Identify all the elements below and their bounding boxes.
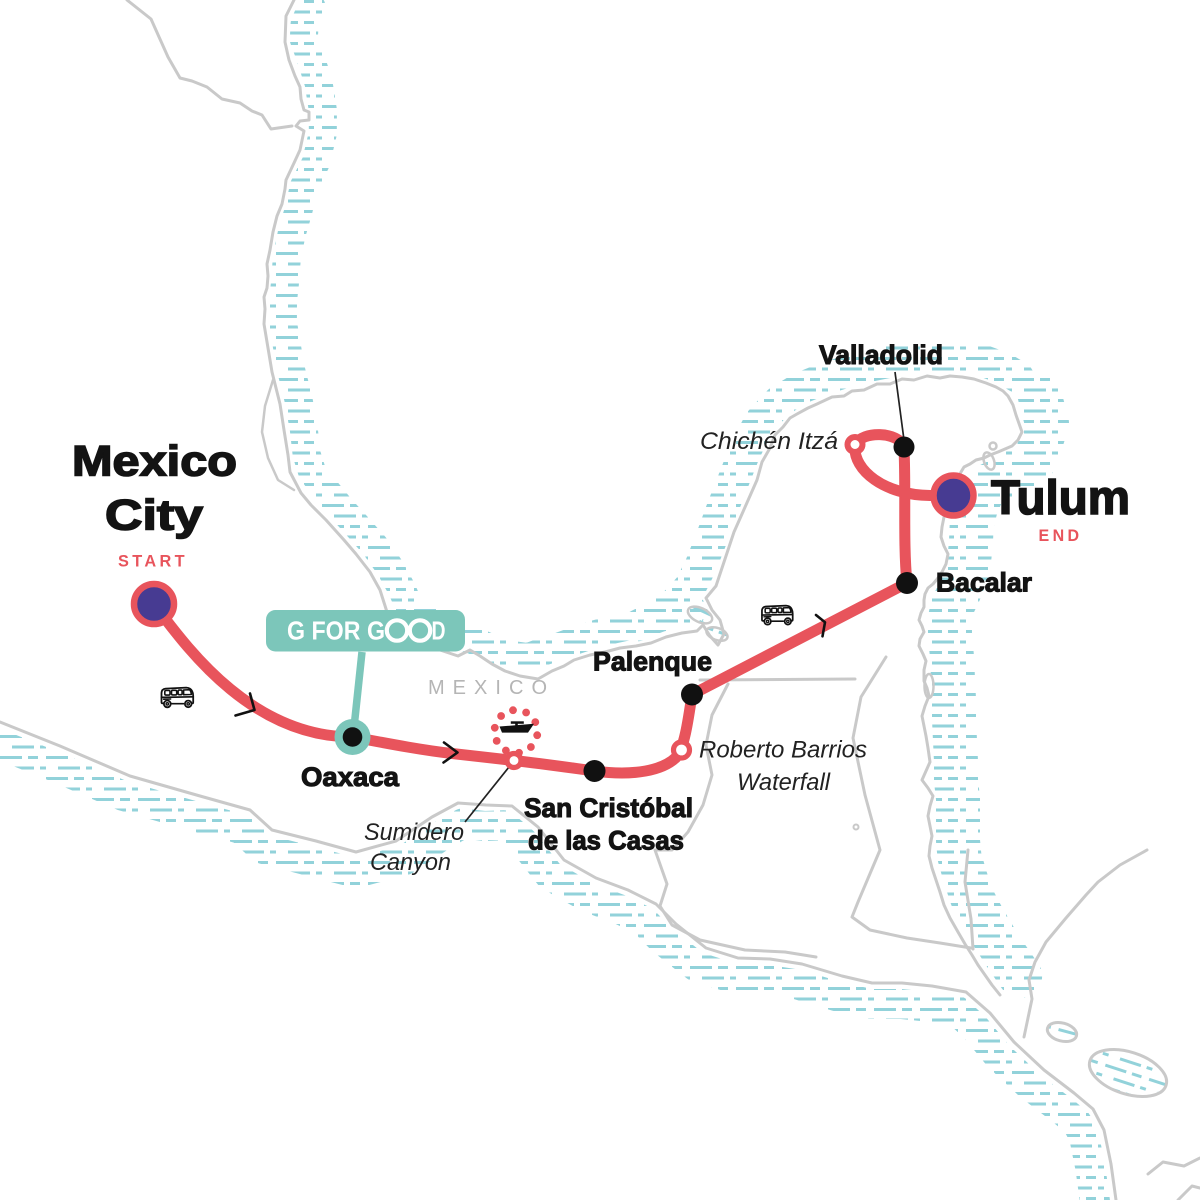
- svg-text:END: END: [1039, 527, 1083, 545]
- svg-text:Waterfall: Waterfall: [737, 769, 831, 796]
- svg-text:de las Casas: de las Casas: [528, 826, 684, 856]
- svg-text:D: D: [432, 616, 446, 646]
- svg-text:Mexico: Mexico: [72, 438, 237, 486]
- svg-text:Sumidero: Sumidero: [364, 819, 464, 846]
- svg-text:MEXICO: MEXICO: [428, 677, 556, 699]
- svg-text:Oaxaca: Oaxaca: [301, 762, 400, 792]
- svg-text:Bacalar: Bacalar: [936, 568, 1032, 598]
- svg-text:G FOR G: G FOR G: [287, 616, 385, 646]
- svg-text:Valladolid: Valladolid: [819, 340, 943, 370]
- svg-text:START: START: [118, 552, 188, 571]
- svg-text:Chichén Itzá: Chichén Itzá: [700, 428, 838, 455]
- svg-text:San Cristóbal: San Cristóbal: [524, 793, 693, 823]
- svg-text:Roberto Barrios: Roberto Barrios: [699, 737, 867, 764]
- svg-text:Canyon: Canyon: [370, 849, 451, 876]
- svg-text:Tulum: Tulum: [991, 472, 1130, 525]
- svg-text:City: City: [105, 492, 203, 540]
- svg-text:Palenque: Palenque: [593, 647, 712, 677]
